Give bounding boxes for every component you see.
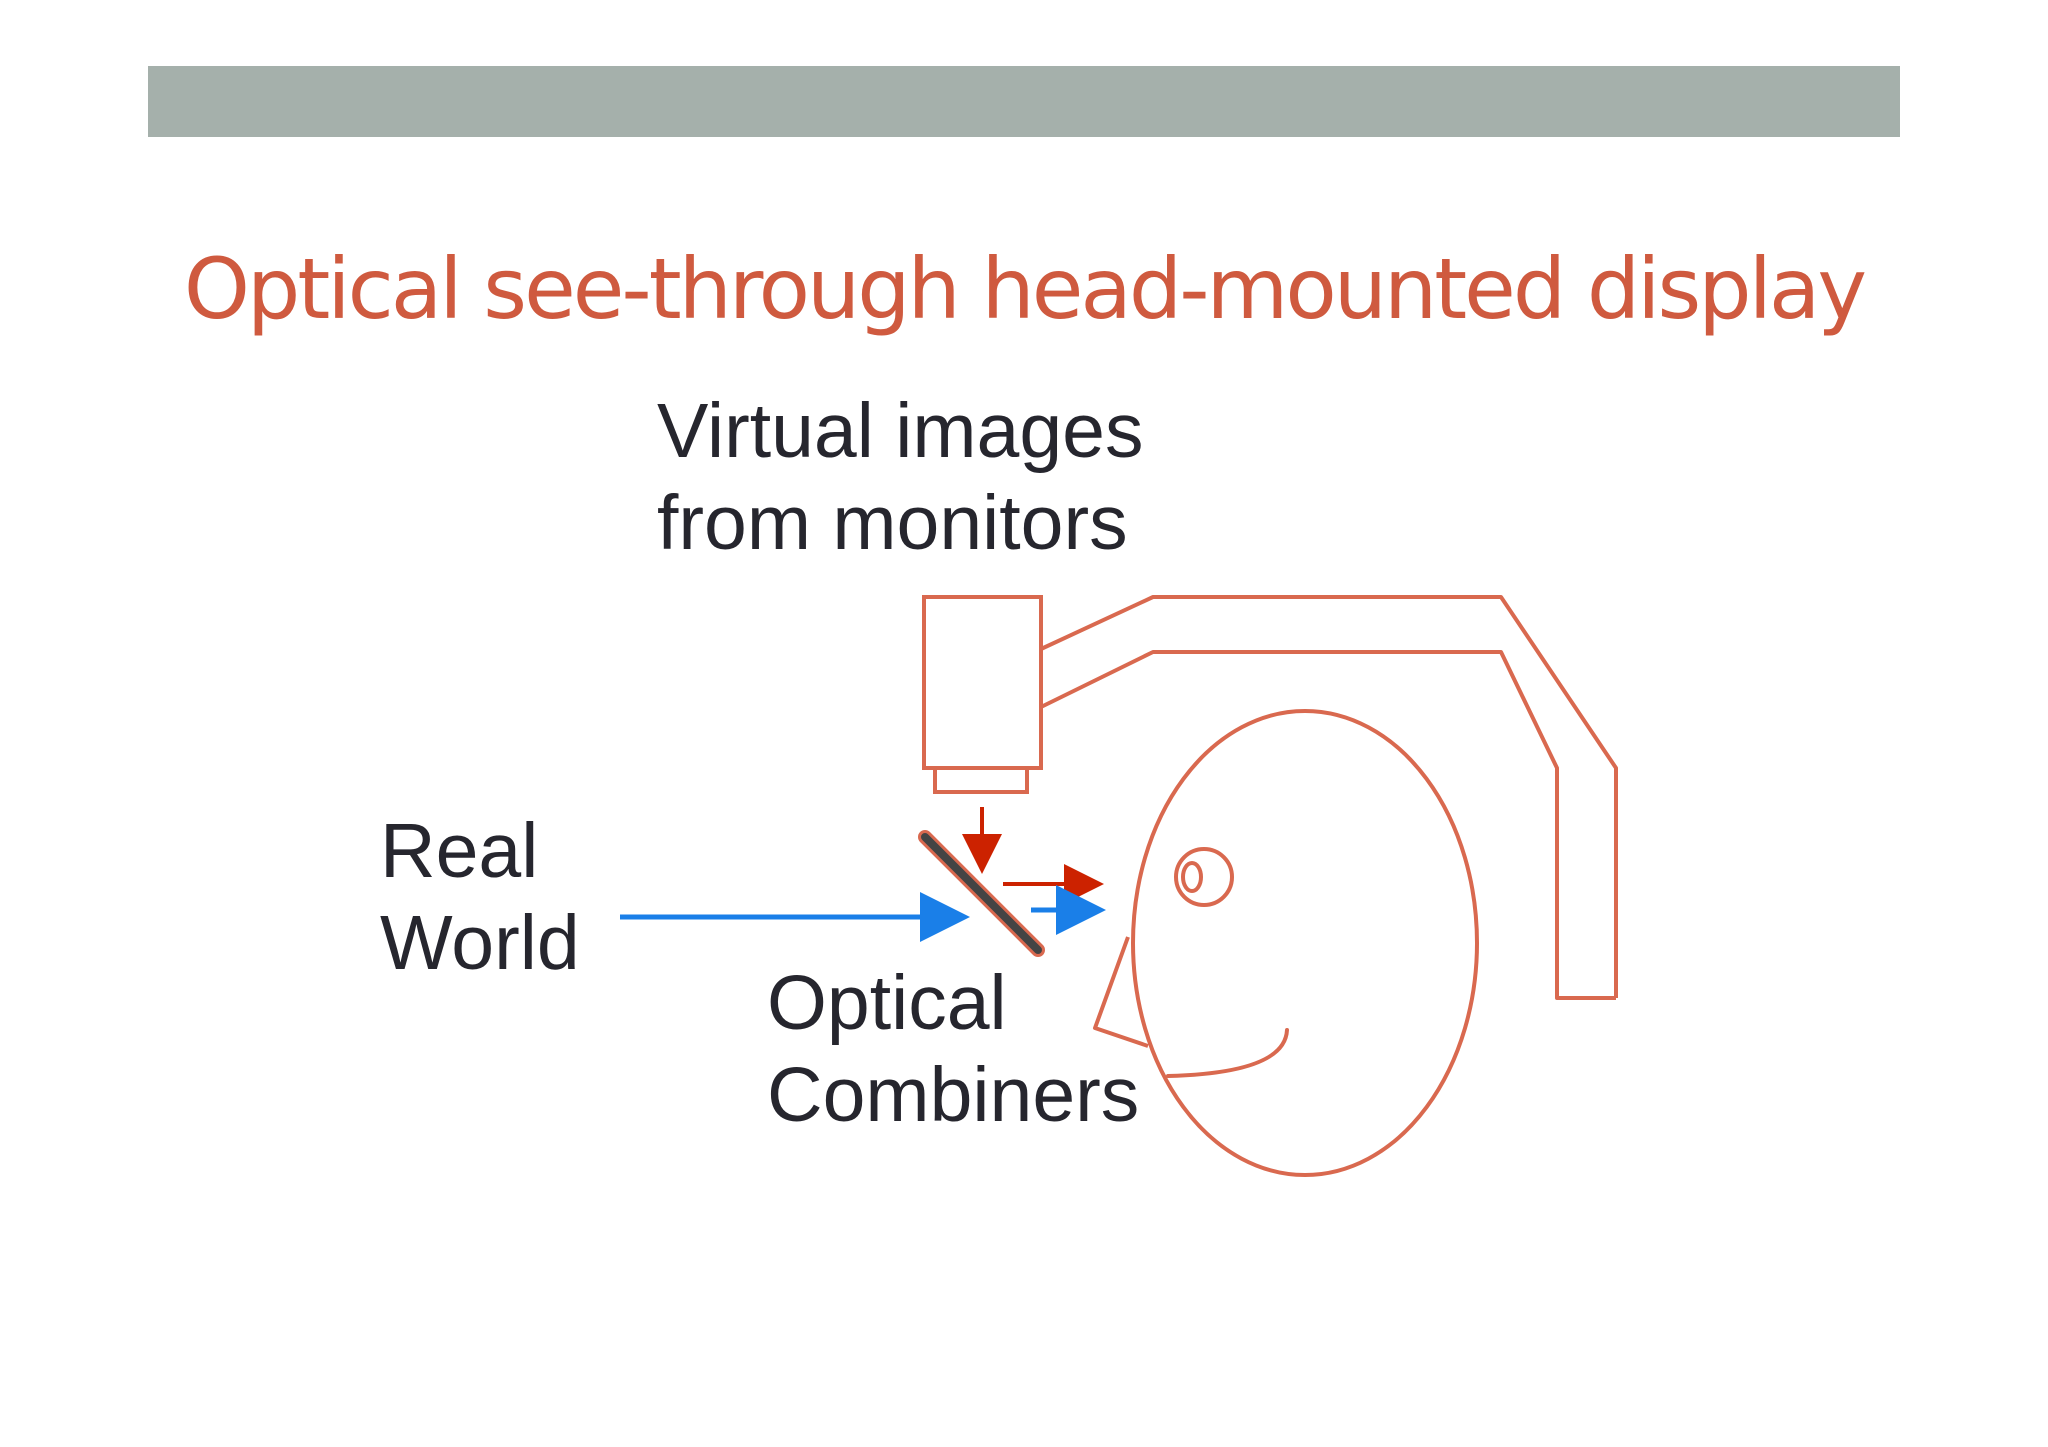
- label-optical-combiners-line-2: Combiners: [767, 1052, 1140, 1138]
- label-real-world-line-2: World: [380, 900, 580, 986]
- mouth: [1166, 1028, 1289, 1078]
- header-bar: [148, 66, 1900, 137]
- label-real-world-line-1: Real: [380, 808, 539, 894]
- label-virtual-images-line-2: from monitors: [657, 480, 1128, 566]
- label-virtual-images: Virtual images from monitors: [657, 385, 1143, 569]
- eye-outer: [1174, 847, 1234, 907]
- eye-inner: [1181, 861, 1203, 893]
- label-optical-combiners: Optical Combiners: [767, 957, 1139, 1141]
- headband-arm-inner: [1040, 650, 1616, 1000]
- label-optical-combiners-line-1: Optical: [767, 960, 1007, 1046]
- optical-combiner-core: [921, 833, 1042, 954]
- headband-arm-outer: [1040, 595, 1618, 998]
- monitor-box: [922, 595, 1043, 770]
- head-outline: [1131, 709, 1479, 1177]
- slide-title: Optical see-through head-mounted display: [183, 240, 1867, 338]
- nose: [1093, 936, 1149, 1048]
- label-real-world: Real World: [380, 805, 580, 989]
- monitor-lens: [933, 766, 1029, 794]
- label-virtual-images-line-1: Virtual images: [657, 388, 1144, 474]
